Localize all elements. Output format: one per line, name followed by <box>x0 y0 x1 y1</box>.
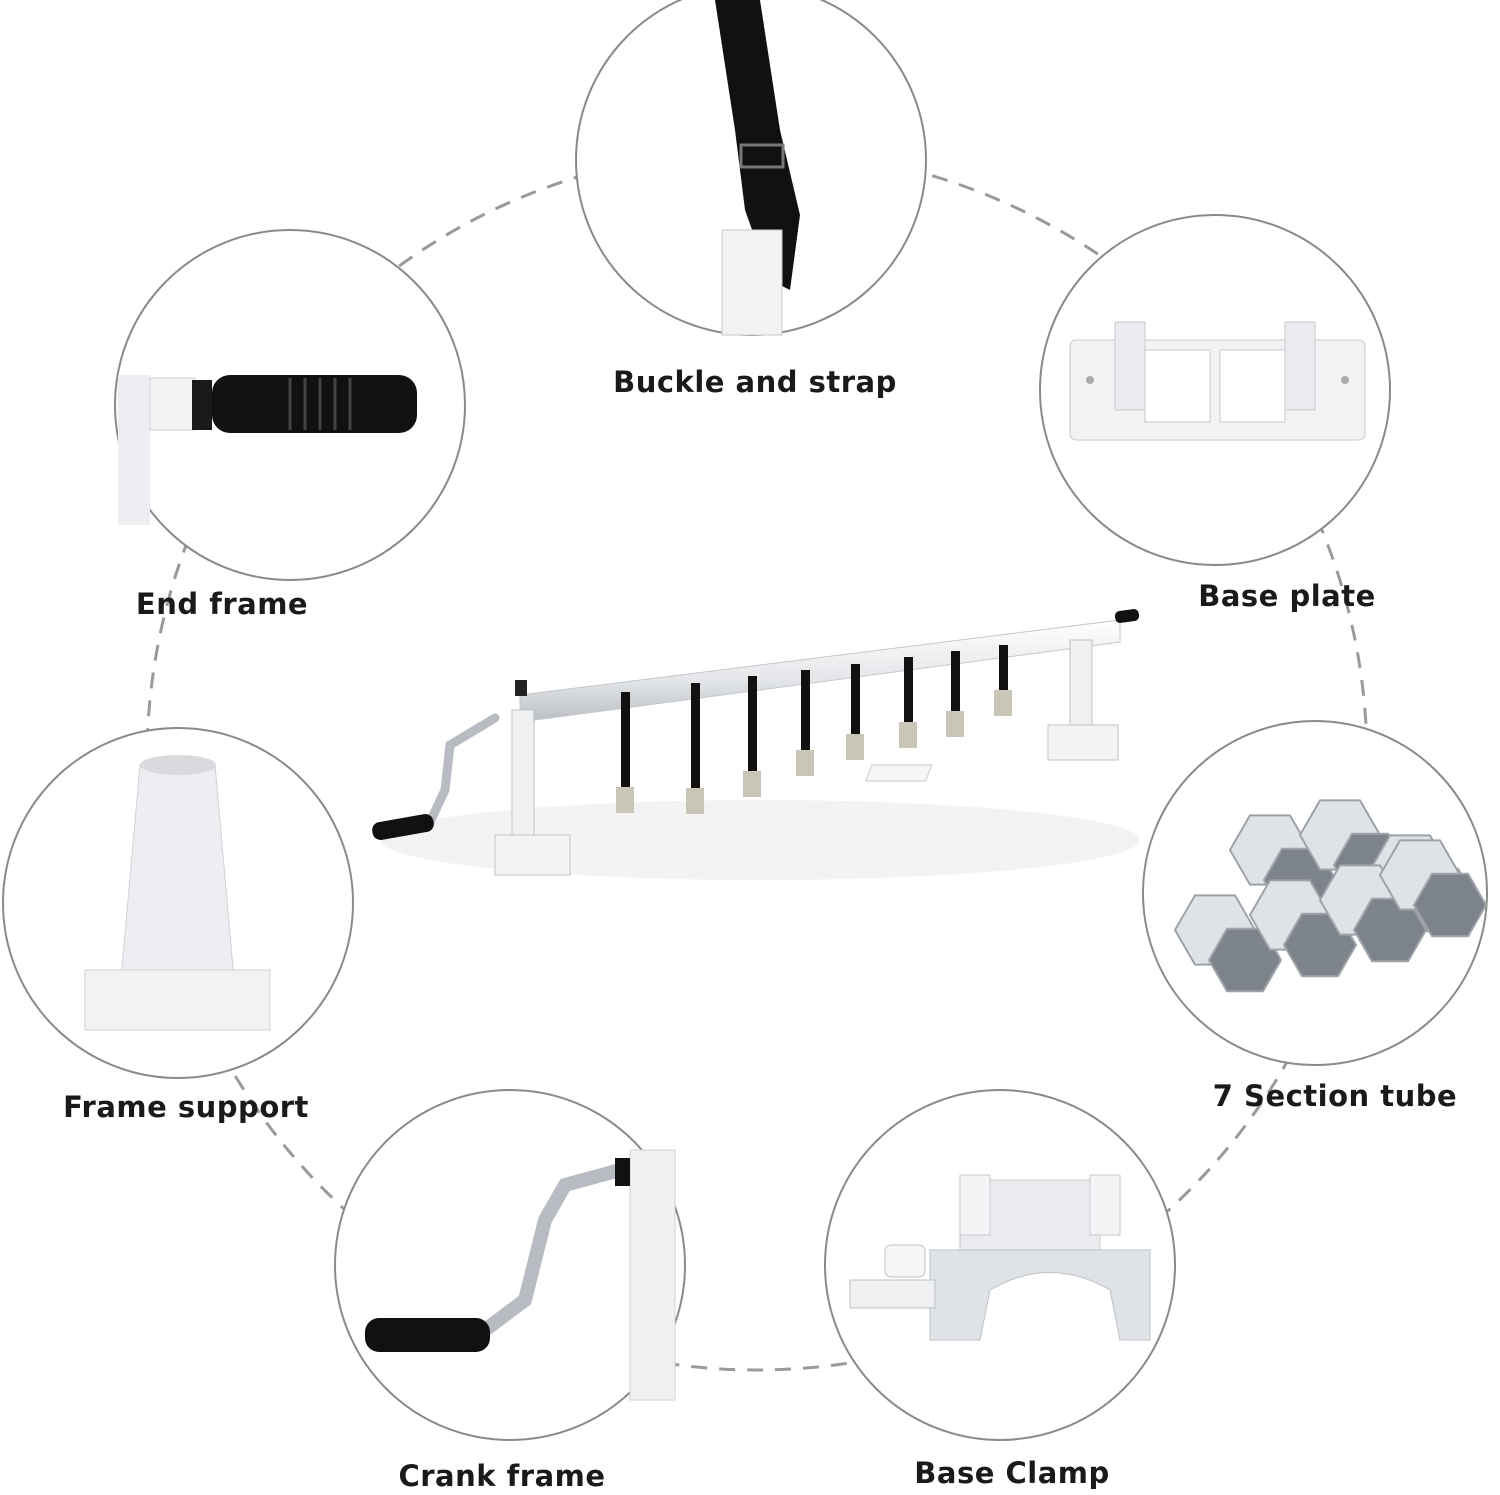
strap <box>951 651 960 716</box>
part-circle-section-tube <box>1142 720 1488 1066</box>
label-section-tube: 7 Section tube <box>1212 1079 1458 1113</box>
label-crank-frame: Crank frame <box>398 1459 606 1493</box>
part-circle-base-plate <box>1039 214 1391 566</box>
part-circle-crank-frame <box>334 1089 686 1441</box>
strap-buckle <box>846 734 864 760</box>
part-circle-base-clamp <box>824 1089 1176 1441</box>
label-frame-support: Frame support <box>63 1090 309 1124</box>
strap-buckle <box>946 711 964 737</box>
strap-row <box>616 645 1012 814</box>
strap <box>748 676 757 776</box>
strap <box>904 657 913 727</box>
strap-buckle <box>994 690 1012 716</box>
label-base-plate: Base plate <box>1198 579 1376 613</box>
strap <box>801 670 810 755</box>
strap-buckle <box>899 722 917 748</box>
strap-buckle <box>686 788 704 814</box>
label-buckle-and-strap: Buckle and strap <box>613 365 897 399</box>
strap <box>691 683 700 793</box>
strap-buckle <box>743 771 761 797</box>
label-base-clamp: Base Clamp <box>914 1456 1110 1490</box>
strap-buckle <box>616 787 634 813</box>
strap <box>999 645 1008 695</box>
strap-buckle <box>796 750 814 776</box>
strap <box>621 692 630 792</box>
strap <box>851 664 860 739</box>
label-end-frame: End frame <box>135 587 309 621</box>
part-circle-end-frame <box>114 229 466 581</box>
hex-tube-end <box>1412 872 1488 938</box>
part-circle-buckle-and-strap <box>575 0 927 336</box>
part-circle-frame-support <box>2 727 354 1079</box>
